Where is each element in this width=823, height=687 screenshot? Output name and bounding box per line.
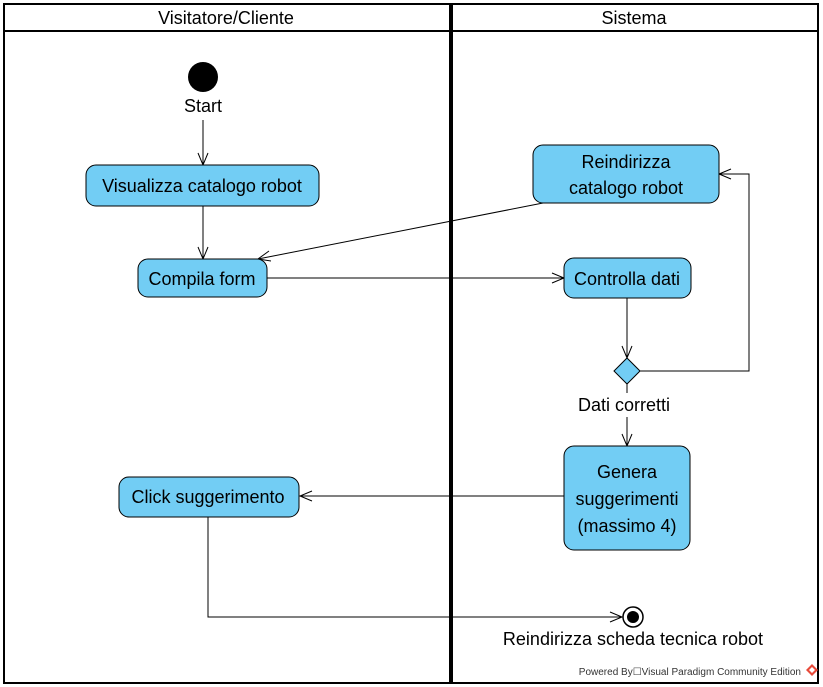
lane-title-visitatore: Visitatore/Cliente <box>158 8 294 28</box>
action-box <box>563 445 691 551</box>
action-box <box>137 258 268 298</box>
initial-node-label: Start <box>184 96 222 116</box>
action-click-suggerimento[interactable]: Click suggerimento <box>118 476 300 518</box>
action-label-line2: suggerimenti <box>575 489 678 509</box>
edge-click-to-end <box>207 517 622 618</box>
action-label: Controlla dati <box>574 269 680 289</box>
lane-sistema-border <box>451 3 819 684</box>
visual-paradigm-logo-icon <box>806 664 818 676</box>
lane-title-sistema: Sistema <box>601 8 667 28</box>
action-compila-form[interactable]: Compila form <box>137 258 268 298</box>
action-label: Click suggerimento <box>131 487 284 507</box>
lane-visitatore-border <box>3 3 451 684</box>
arrowhead <box>298 490 313 502</box>
action-label-line2: catalogo robot <box>569 178 683 198</box>
action-visualizza-catalogo[interactable]: Visualizza catalogo robot <box>85 164 320 207</box>
action-label-line1: Genera <box>597 462 658 482</box>
action-box <box>532 144 720 204</box>
action-label-line1: Reindirizza <box>581 152 671 172</box>
action-box <box>85 164 320 207</box>
action-box <box>563 257 692 299</box>
action-genera-suggerimenti[interactable]: Genera suggerimenti (massimo 4) <box>563 445 691 551</box>
edges <box>197 120 750 623</box>
action-controlla-dati[interactable]: Controlla dati <box>563 257 692 299</box>
action-label: Visualizza catalogo robot <box>102 176 302 196</box>
swimlane-frame <box>3 3 819 684</box>
action-reindirizza-catalogo[interactable]: Reindirizza catalogo robot <box>532 144 720 204</box>
final-node-dot <box>627 611 639 623</box>
decision-node[interactable] <box>613 357 641 385</box>
edge-reindirizza-to-compila <box>257 202 544 260</box>
initial-node[interactable] <box>188 62 218 92</box>
final-node-label: Reindirizza scheda tecnica robot <box>503 629 763 649</box>
watermark-text: Powered By☐Visual Paradigm Community Edi… <box>579 667 801 678</box>
action-box <box>118 476 300 518</box>
final-node[interactable] <box>622 606 644 628</box>
edge-decision-to-reindirizza <box>640 173 750 372</box>
arrowhead <box>609 611 624 623</box>
action-label: Compila form <box>148 269 255 289</box>
decision-guard-label: Dati corretti <box>578 395 670 415</box>
action-label-line3: (massimo 4) <box>577 516 676 536</box>
